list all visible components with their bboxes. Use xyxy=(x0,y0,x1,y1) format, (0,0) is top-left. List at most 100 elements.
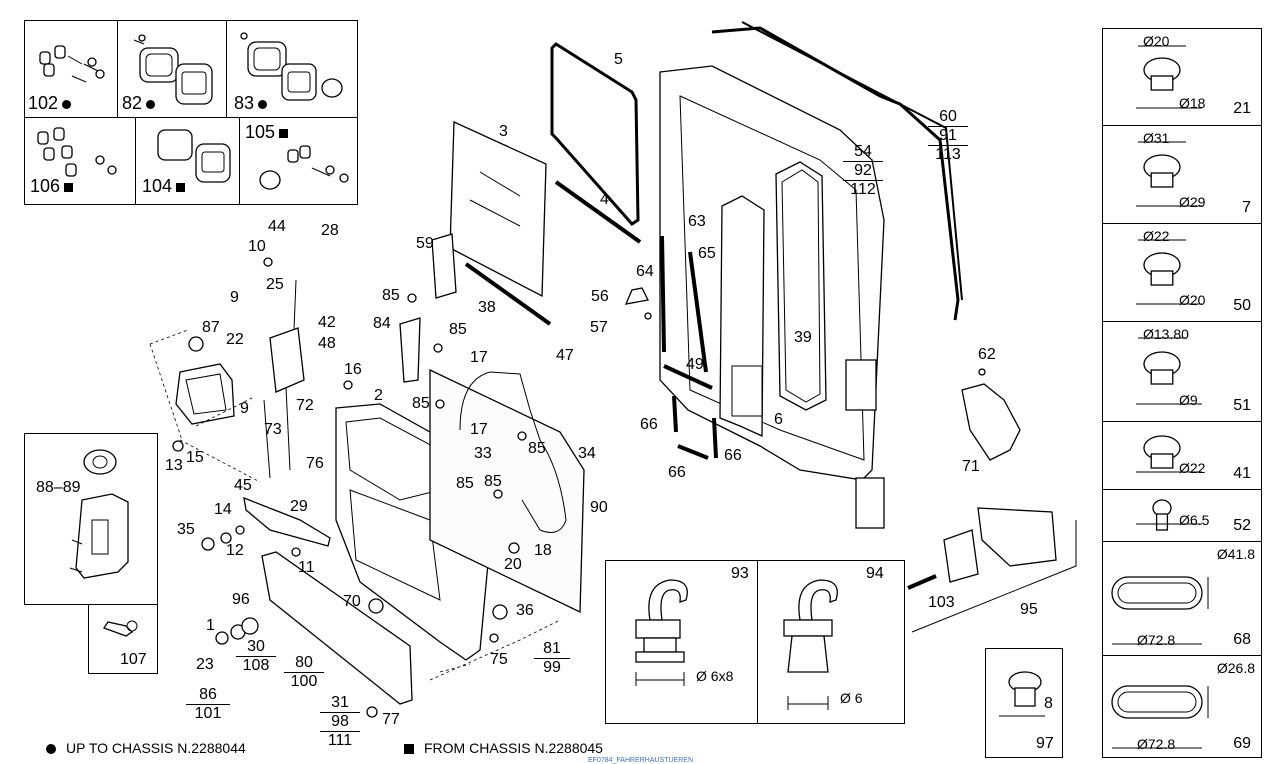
part-label-44: 44 xyxy=(268,218,286,235)
part-label-84: 84 xyxy=(373,315,391,332)
plug-97-sub: 8 xyxy=(1044,695,1053,712)
hook-detail-divider xyxy=(757,560,758,724)
part-label-103: 103 xyxy=(928,594,955,611)
plug-shape-21 xyxy=(1136,45,1202,109)
square-marker-icon xyxy=(176,182,186,192)
hook-id-93: 93 xyxy=(731,565,749,582)
part-label-33: 33 xyxy=(474,445,492,462)
part-label-90: 90 xyxy=(590,499,608,516)
part-label-17b: 17 xyxy=(470,421,488,438)
plug-illustration-97 xyxy=(999,671,1045,717)
part-label-85e: 85 xyxy=(456,475,474,492)
part-label-16: 16 xyxy=(344,361,362,378)
plug-id: 51 xyxy=(1233,397,1251,414)
plug-shape-41 xyxy=(1136,435,1202,473)
kit-label-102: 102 xyxy=(28,94,72,112)
plug-id: 41 xyxy=(1233,465,1251,482)
part-label-62: 62 xyxy=(978,346,996,363)
plug-id: 68 xyxy=(1233,631,1251,648)
part-label-34: 34 xyxy=(578,445,596,462)
kit-cell-105 xyxy=(239,117,358,205)
part-label-23: 23 xyxy=(196,656,214,673)
part-label-42: 42 xyxy=(318,314,336,331)
part-label-65: 65 xyxy=(698,245,716,262)
part-label-73: 73 xyxy=(264,421,282,438)
plug-table-illustrations xyxy=(1111,45,1209,749)
part-label-5: 5 xyxy=(614,51,623,68)
plug-top-dim: Ø26.8 xyxy=(1216,660,1255,676)
part-label-29: 29 xyxy=(290,498,308,515)
hook-illustrations xyxy=(635,579,838,710)
hook-dim-94: Ø 6 xyxy=(840,690,863,706)
part-label-85f: 85 xyxy=(484,473,502,490)
detail-box-107 xyxy=(88,604,158,674)
circle-marker-icon xyxy=(146,99,156,109)
detail-illustrations-left xyxy=(69,449,138,637)
part-label-9a: 9 xyxy=(230,289,239,306)
hook-dim-93: Ø 6x8 xyxy=(696,668,734,684)
part-label-70: 70 xyxy=(343,593,361,610)
plug-shape-68 xyxy=(1111,576,1209,645)
part-label-20: 20 xyxy=(504,556,522,573)
hook-id-94: 94 xyxy=(866,565,884,582)
part-label-6: 6 xyxy=(774,411,783,428)
plug-shape-51 xyxy=(1136,337,1202,405)
part-fraction-80-100: 80 100 xyxy=(284,654,324,691)
kit-cell-102 xyxy=(24,20,118,118)
part-label-85a: 85 xyxy=(382,287,400,304)
part-label-96: 96 xyxy=(232,591,250,608)
part-label-28: 28 xyxy=(321,222,339,239)
part-label-18: 18 xyxy=(534,542,552,559)
part-label-85d: 85 xyxy=(528,440,546,457)
part-label-10: 10 xyxy=(248,238,266,255)
part-label-87: 87 xyxy=(202,319,220,336)
part-fraction-31-98-111: 31 98 111 xyxy=(320,694,360,750)
plug-id: 52 xyxy=(1233,517,1251,534)
plug-id: 69 xyxy=(1233,735,1251,752)
part-label-4: 4 xyxy=(600,191,609,208)
part-label-85b: 85 xyxy=(449,321,467,338)
kit-label-82: 82 xyxy=(122,94,156,112)
door-exploded-diagram xyxy=(149,21,1077,718)
plug-97-id: 97 xyxy=(1036,735,1054,752)
legend-up-to: UP TO CHASSIS N.2288044 xyxy=(46,740,246,756)
part-label-75: 75 xyxy=(490,651,508,668)
part-label-22: 22 xyxy=(226,331,244,348)
part-label-47: 47 xyxy=(556,347,574,364)
part-label-49: 49 xyxy=(686,356,704,373)
part-label-66c: 66 xyxy=(668,464,686,481)
part-label-11: 11 xyxy=(298,559,315,576)
part-label-57: 57 xyxy=(590,319,608,336)
part-label-107: 107 xyxy=(120,651,147,668)
part-label-12: 12 xyxy=(226,542,244,559)
part-label-1: 1 xyxy=(206,617,215,634)
plug-id: 50 xyxy=(1233,297,1251,314)
part-label-71: 71 xyxy=(962,458,980,475)
part-label-56: 56 xyxy=(591,288,609,305)
part-label-66b: 66 xyxy=(724,447,742,464)
part-label-35: 35 xyxy=(177,521,195,538)
part-label-45: 45 xyxy=(234,477,252,494)
part-label-36: 36 xyxy=(516,602,534,619)
plug-side-dim: Ø18 xyxy=(1179,95,1206,111)
part-label-88-89: 88–89 xyxy=(36,479,81,496)
kit-label-104: 104 xyxy=(142,177,186,195)
plug-id: 7 xyxy=(1242,199,1251,216)
plug-shape-52 xyxy=(1136,499,1202,531)
plug-id: 21 xyxy=(1233,100,1251,117)
part-label-64: 64 xyxy=(636,263,654,280)
part-label-39: 39 xyxy=(794,329,812,346)
plug-shape-7 xyxy=(1136,141,1202,207)
part-label-25: 25 xyxy=(266,276,284,293)
part-fraction-30-108: 30 108 xyxy=(236,638,276,675)
circle-marker-icon xyxy=(258,99,268,109)
figure-caption: EF0784_FAHRERHAUSTUEREN xyxy=(588,757,694,764)
part-label-38: 38 xyxy=(478,299,496,316)
plug-top-dim: Ø20 xyxy=(1143,33,1170,49)
circle-marker-icon xyxy=(46,744,56,755)
part-label-76: 76 xyxy=(306,455,324,472)
square-marker-icon xyxy=(64,182,74,192)
part-label-2: 2 xyxy=(374,387,383,404)
